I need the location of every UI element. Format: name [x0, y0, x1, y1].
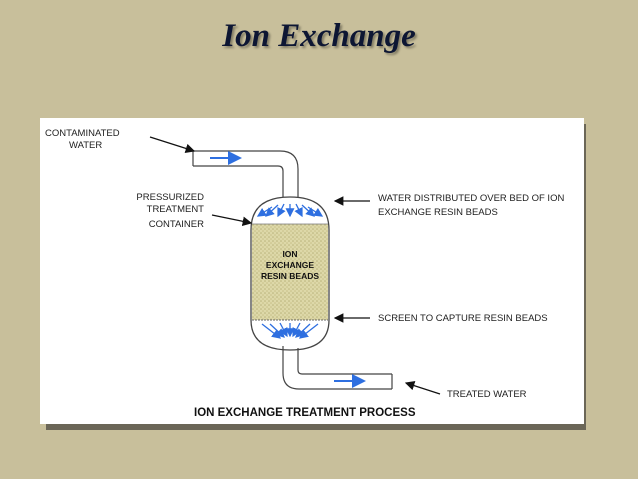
resin-bed — [252, 224, 328, 320]
slide-title: Ion Exchange — [222, 18, 416, 54]
label-pressurized-line-2: TREATMENT — [146, 204, 204, 215]
label-distributed-line-2: EXCHANGE RESIN BEADS — [378, 207, 498, 218]
outlet-pipe — [282, 346, 393, 390]
label-pressurized-line-3: CONTAINER — [148, 219, 204, 230]
resin-label-line-3: RESIN BEADS — [260, 271, 320, 281]
label-treated-water: TREATED WATER — [447, 389, 527, 400]
resin-beads-label: ION EXCHANGE RESIN BEADS — [254, 249, 326, 282]
label-water-distributed: WATER DISTRIBUTED OVER BED OF ION EXCHAN… — [378, 193, 564, 219]
resin-label-line-2: EXCHANGE — [265, 260, 315, 270]
treatment-vessel — [250, 196, 330, 351]
label-pressurized-line-1: PRESSURIZED — [136, 192, 204, 203]
distribution-arrows — [256, 203, 324, 218]
label-distributed-line-1: WATER DISTRIBUTED OVER BED OF ION — [378, 193, 565, 204]
resin-label-line-1: ION — [282, 249, 298, 259]
pointer-container — [211, 214, 253, 227]
label-contaminated-water: CONTAMINATED WATER — [45, 128, 120, 152]
collection-arrows — [261, 322, 319, 339]
pointer-treated-water — [404, 381, 441, 395]
label-pressurized-container: PRESSURIZED TREATMENT CONTAINER — [118, 192, 204, 231]
inlet-pipe — [192, 150, 299, 205]
label-contaminated-line-1: CONTAMINATED — [45, 128, 120, 139]
diagram-caption: ION EXCHANGE TREATMENT PROCESS — [194, 407, 416, 419]
label-screen: SCREEN TO CAPTURE RESIN BEADS — [378, 313, 548, 324]
pointer-contaminated-water — [149, 136, 196, 154]
label-contaminated-line-2: WATER — [69, 140, 103, 151]
